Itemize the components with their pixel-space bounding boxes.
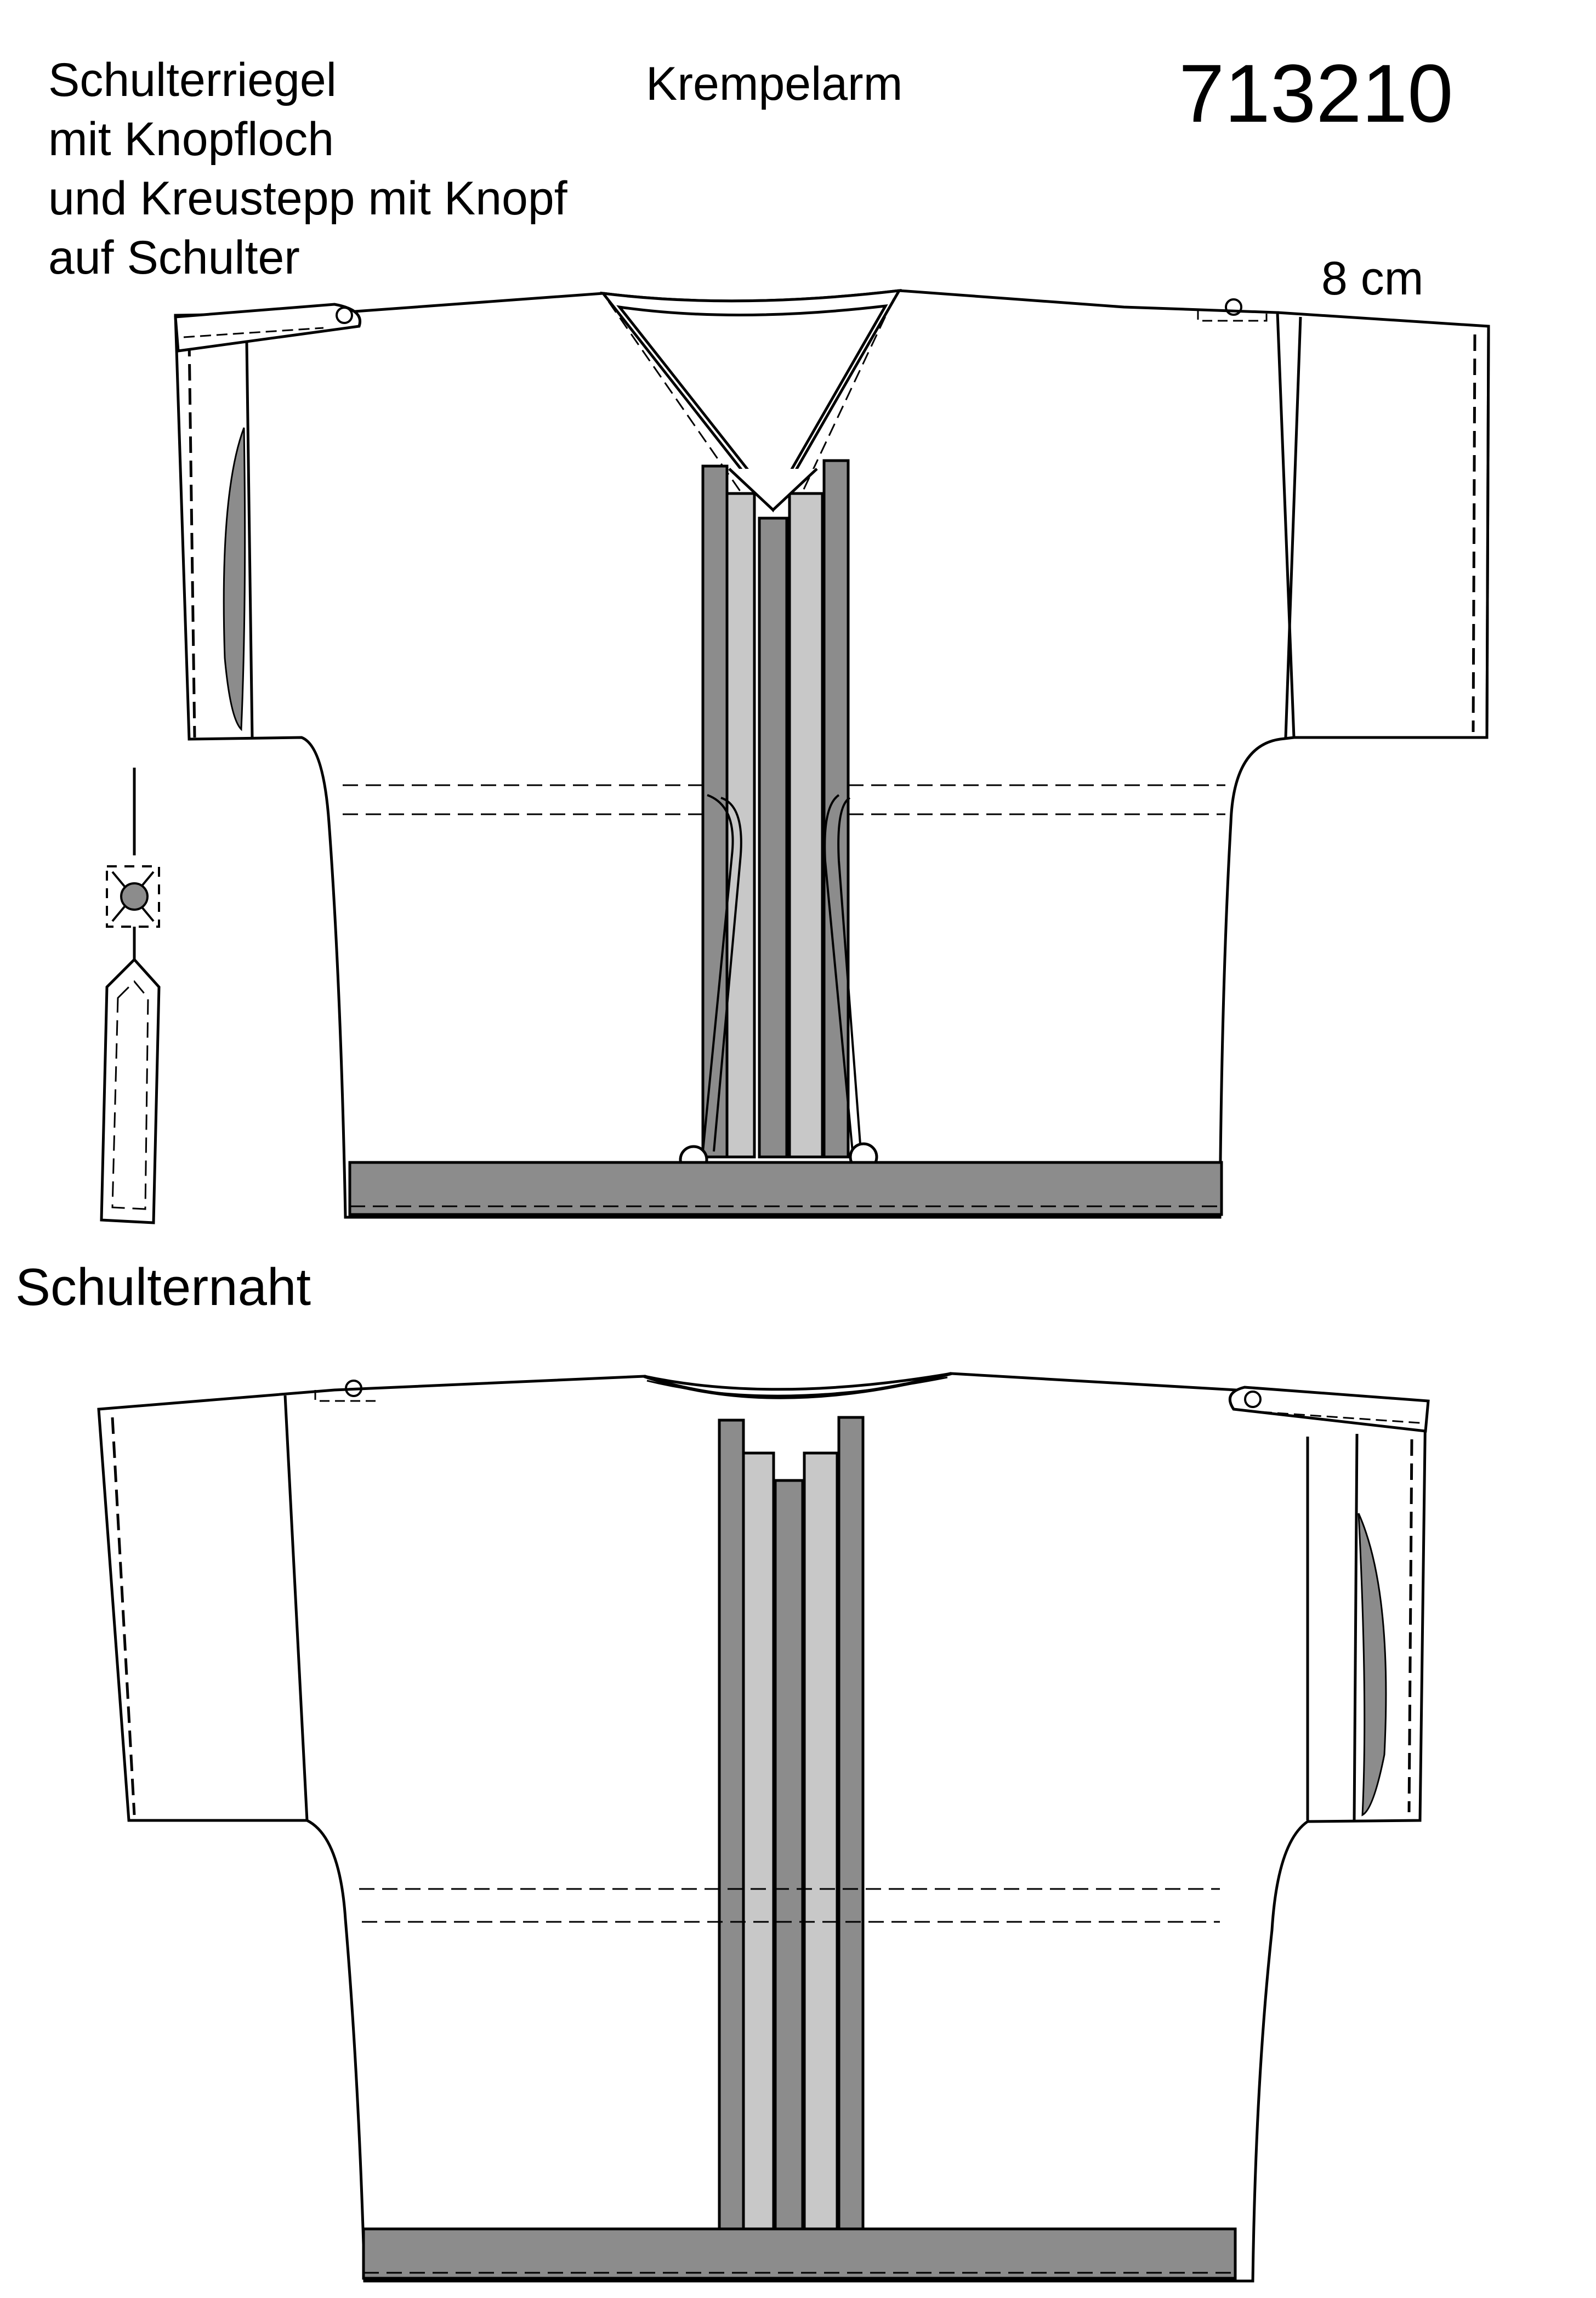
shoulder-tab-note-line-2: mit Knopfloch <box>48 113 334 166</box>
front-shoulder-tab-buttonhole <box>336 307 353 324</box>
shoulder-tab-detail <box>100 768 161 1224</box>
front-left-sleeve-fold <box>223 427 246 731</box>
front-stripe-light-right <box>788 492 824 1159</box>
back-stripe-light-left <box>742 1451 775 2231</box>
back-stripe-light-right <box>803 1451 839 2231</box>
shoulder-tab-note: Schulterriegel mit Knopfloch und Kreuste… <box>48 50 567 287</box>
front-shoulder-tab <box>174 303 361 353</box>
shoulder-tab-note-line-1: Schulterriegel <box>48 54 337 106</box>
back-view <box>97 1372 1430 2283</box>
shoulder-seam-label: Schulternaht <box>15 1258 311 1317</box>
front-right-cuff-stitch <box>1472 334 1476 733</box>
back-right-sleeve-fold <box>1358 1513 1387 1817</box>
front-view <box>174 288 1490 1219</box>
front-right-sleeve-hem <box>1277 311 1490 739</box>
shoulder-tab-note-line-4: auf Schulter <box>48 231 300 284</box>
back-left-cuff-stitch <box>111 1417 136 1815</box>
front-stripe-dark-center <box>758 517 788 1159</box>
back-stripe-dark-right <box>837 1416 865 2231</box>
detail-cross-stitch-box <box>106 865 160 928</box>
front-stripe-dark-right <box>822 459 850 1159</box>
front-shoulder-tab-stitch <box>183 327 324 338</box>
front-shoulder-button <box>1225 298 1242 316</box>
back-shoulder-button-stitch <box>314 1390 381 1402</box>
back-hem-band <box>362 2227 1237 2280</box>
back-stripe-dark-left <box>718 1418 745 2231</box>
front-drawstring-left <box>702 794 742 1152</box>
back-neckline-inner <box>646 1376 948 1397</box>
back-shoulder-tab-stitch <box>1260 1411 1421 1424</box>
front-shoulder-button-stitch <box>1197 310 1268 322</box>
sleeve-length-label: 8 cm <box>1321 252 1424 305</box>
front-left-cuff-stitch <box>188 339 196 738</box>
back-right-cuff-line <box>1353 1433 1359 1821</box>
pattern-number: 713210 <box>1179 47 1453 139</box>
back-left-sleeve-seam <box>283 1395 309 1821</box>
front-neck-tip <box>728 468 818 512</box>
front-left-sleeve-seam <box>245 342 254 738</box>
detail-button <box>120 882 149 911</box>
back-right-cuff-stitch <box>1407 1439 1413 1813</box>
front-drawstring-right <box>823 794 862 1152</box>
rolled-sleeve-label: Krempelarm <box>646 58 903 110</box>
back-shoulder-tab-buttonhole <box>1244 1391 1262 1408</box>
front-neckline-inner <box>616 304 888 504</box>
front-right-sleeve-seam <box>1284 316 1302 738</box>
back-shoulder-button <box>345 1380 362 1397</box>
back-stripe-dark-center <box>774 1479 804 2231</box>
shoulder-tab-note-line-3: und Kreustepp mit Knopf <box>48 172 567 225</box>
front-neckline-stitch-right <box>799 298 895 497</box>
detail-tab-outline <box>100 957 161 1224</box>
detail-tab-stitch <box>111 980 149 1210</box>
